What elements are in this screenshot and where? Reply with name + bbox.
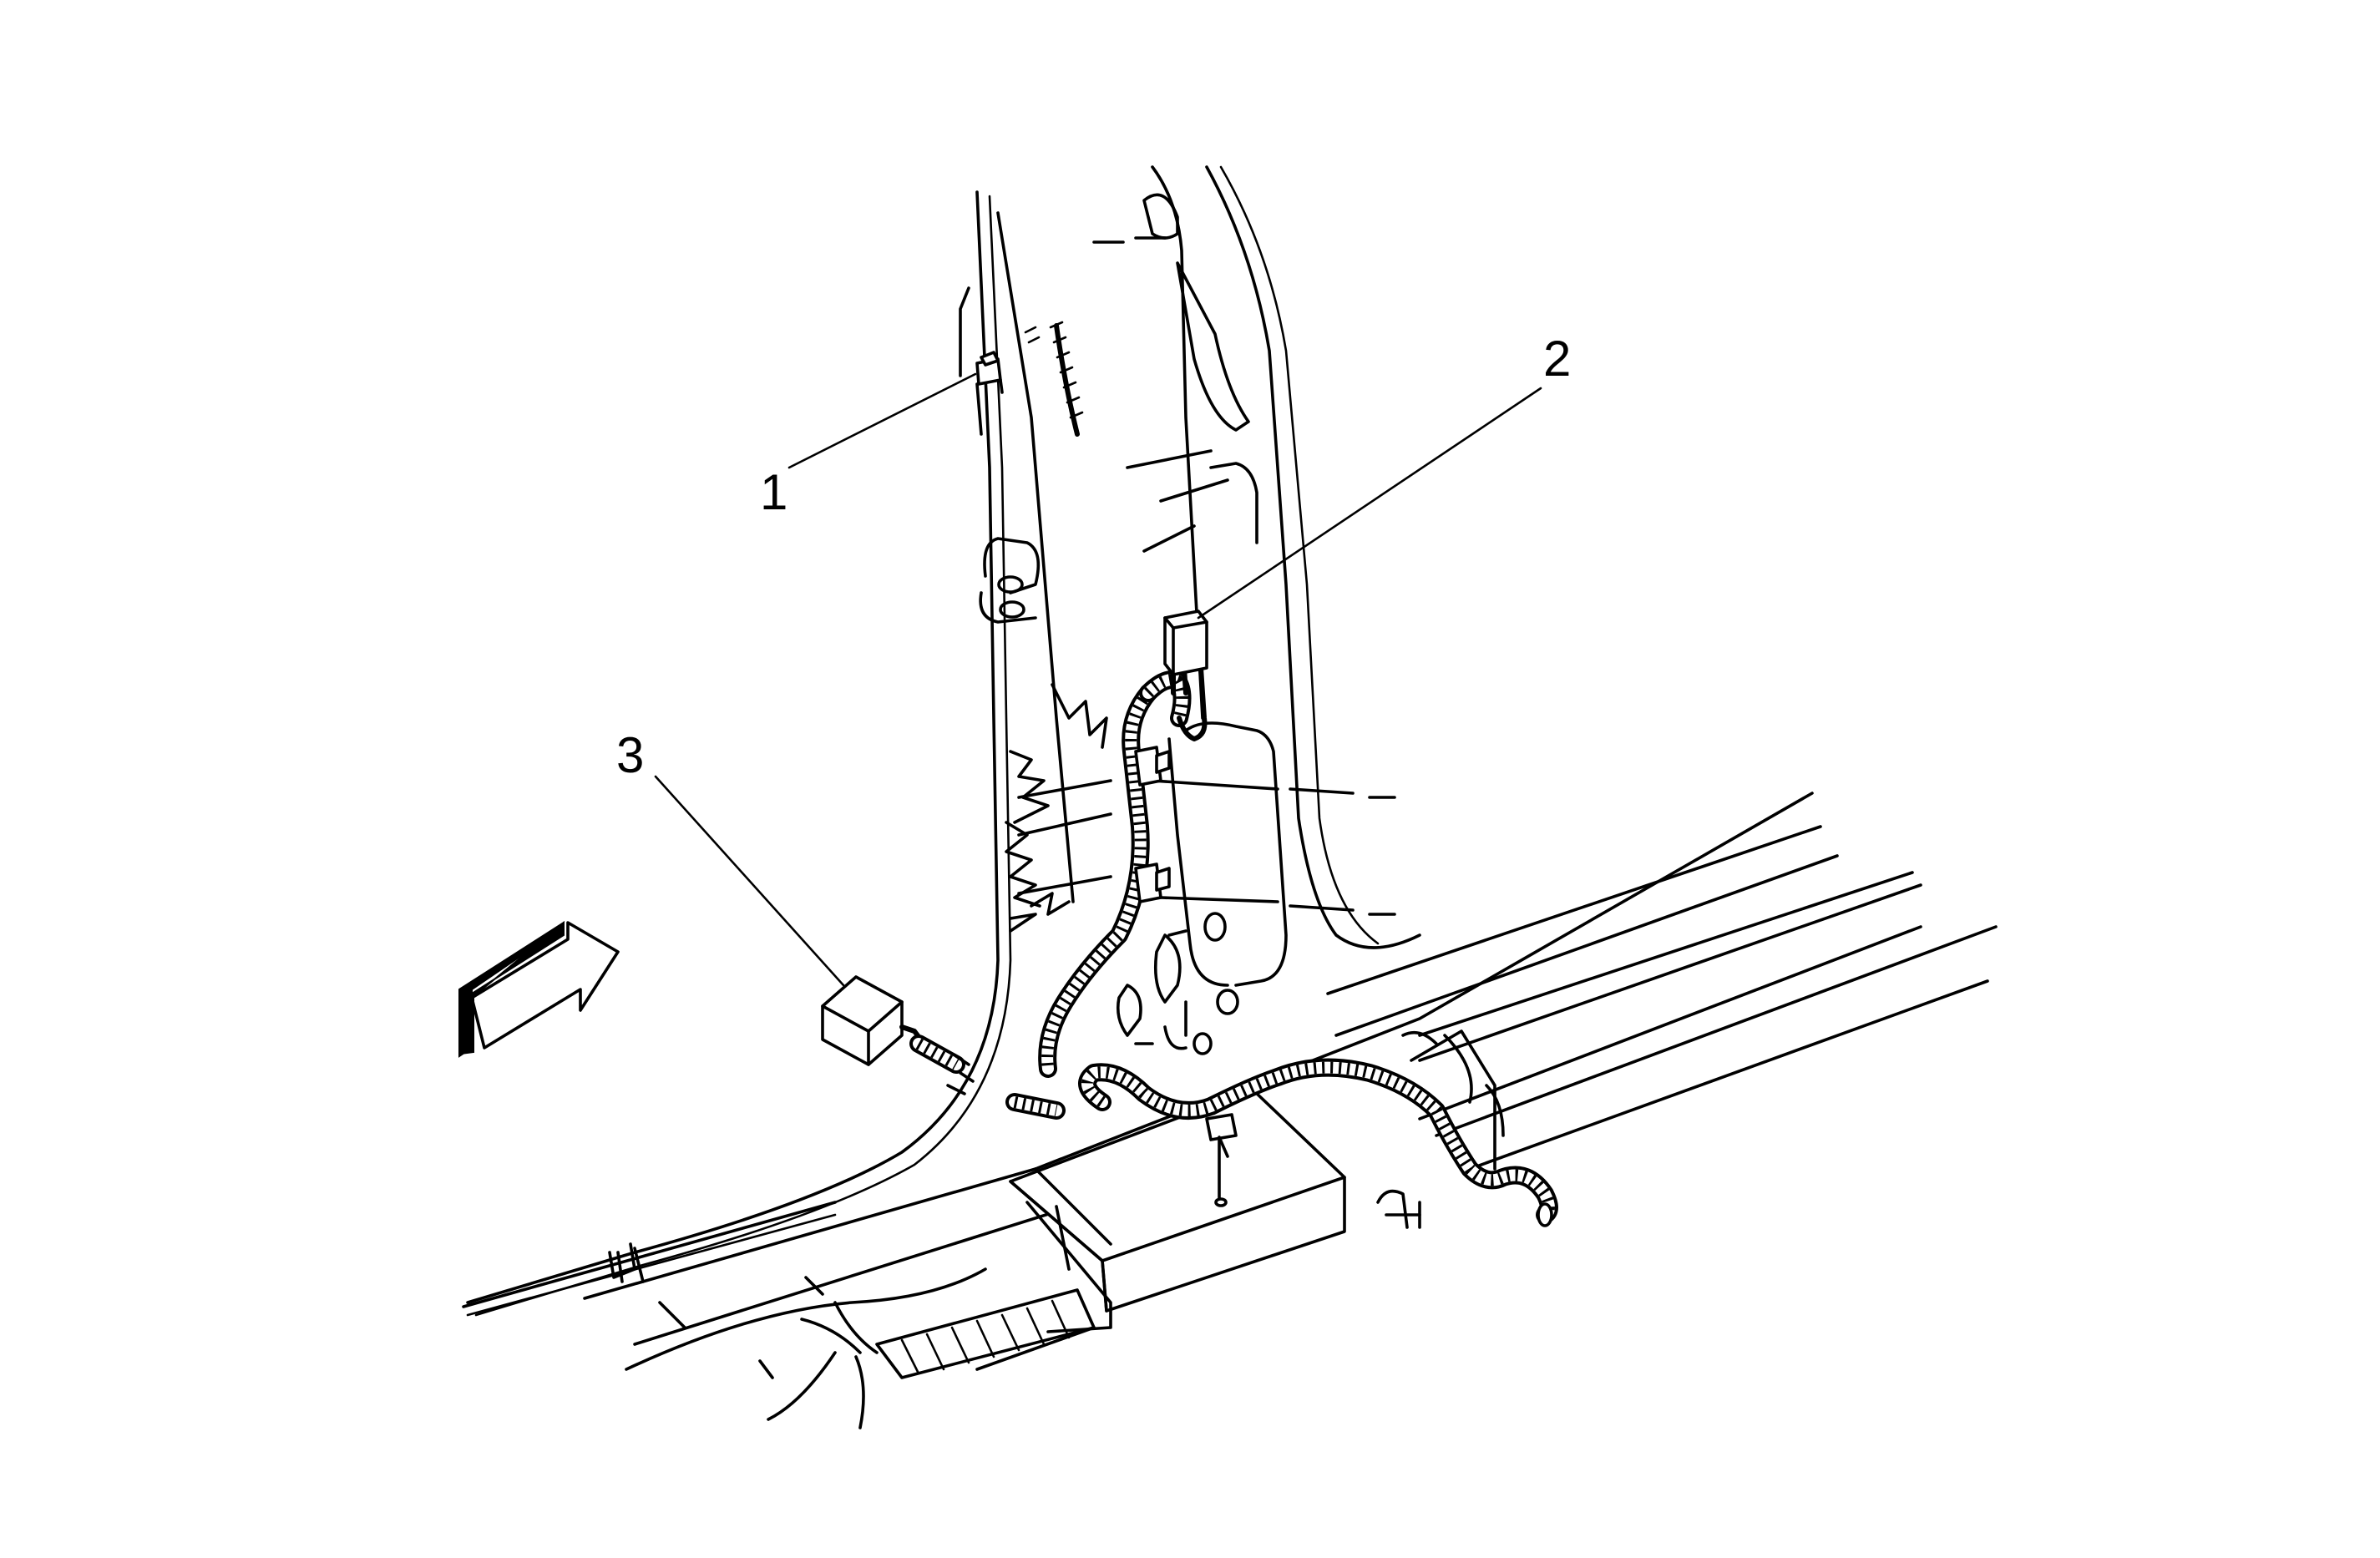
wiring-harness xyxy=(1005,665,1558,1227)
callout-1: 1 xyxy=(760,464,787,520)
callout-leaders xyxy=(654,372,1542,987)
callout-3: 3 xyxy=(616,727,644,783)
rear-sill-step xyxy=(1376,1030,1438,1229)
component-1-clip xyxy=(975,351,1004,394)
callout-2: 2 xyxy=(1543,331,1571,387)
component-2-connector xyxy=(1163,610,1208,676)
sill-channel-box xyxy=(875,1088,1346,1379)
front-direction-arrow-icon xyxy=(458,920,620,1058)
b-pillar xyxy=(466,165,1421,1317)
component-3-connector xyxy=(821,975,975,1095)
rocker-sill xyxy=(462,792,1998,1429)
